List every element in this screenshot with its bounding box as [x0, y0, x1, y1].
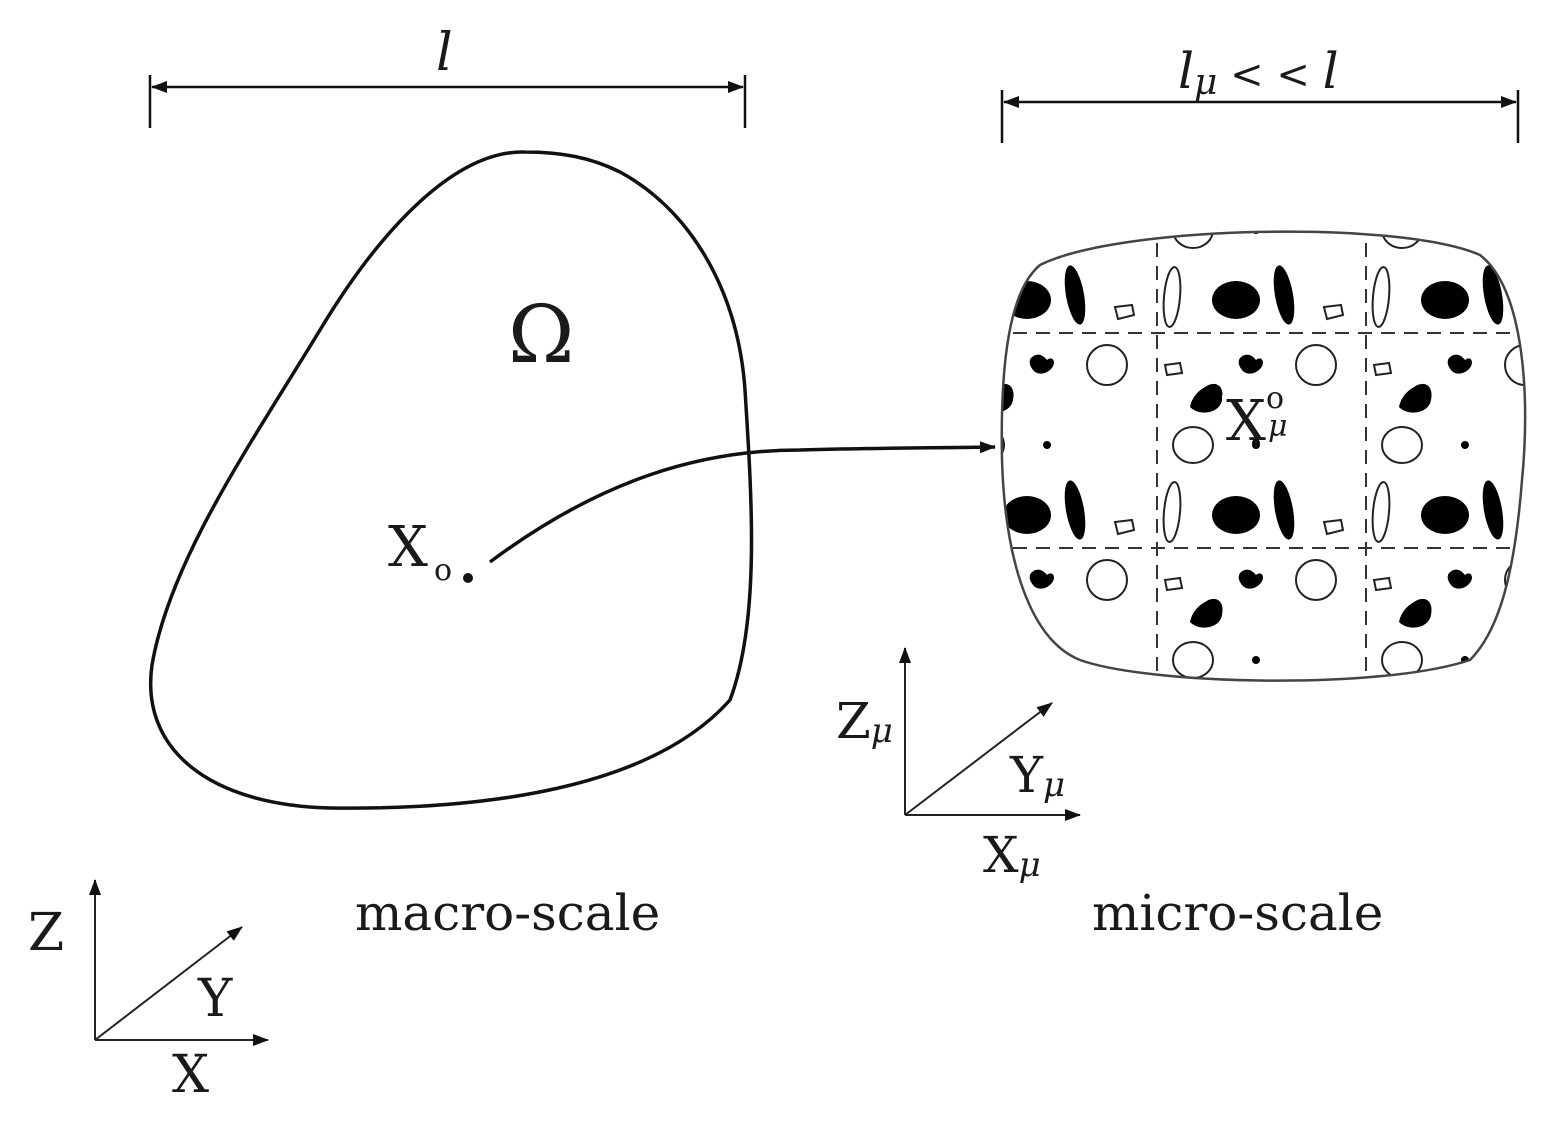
- micro-dimension: lμ < < l: [1000, 42, 1520, 143]
- micro-axis-x: Xμ: [983, 826, 1041, 885]
- macro-axes: Z Y X: [28, 879, 269, 1105]
- micro-length-mu: μ: [1194, 62, 1217, 103]
- macro-caption: macro-scale: [355, 884, 660, 942]
- macro-axis-y: Y: [197, 969, 233, 1029]
- omega-symbol: Ω: [508, 288, 574, 381]
- unit-cell: [1113, 480, 1337, 679]
- micro-length-ll: < <: [1217, 52, 1322, 98]
- micro-axis-z: Zμ: [836, 692, 893, 751]
- micro-length-label: lμ < < l: [1178, 42, 1339, 103]
- macro-point-main: X: [388, 515, 428, 580]
- micro-point-dot: [1252, 439, 1260, 447]
- macro-point-label: X o: [388, 515, 452, 588]
- macro-axis-z: Z: [28, 903, 64, 963]
- micro-domain-boundary: [1000, 230, 1527, 682]
- macro-dimension: l: [148, 23, 747, 128]
- micro-caption: micro-scale: [1092, 884, 1383, 942]
- macro-point-dot: [463, 573, 473, 583]
- macro-point-sub: o: [434, 553, 452, 588]
- micro-length-l: l: [1178, 42, 1194, 100]
- macro-domain-boundary: [149, 150, 754, 810]
- micro-axes: Zμ Yμ Xμ: [836, 647, 1081, 885]
- macro-length-label: l: [436, 23, 453, 83]
- micro-length-l2: l: [1323, 42, 1339, 100]
- micro-pattern: [1001, 231, 1526, 681]
- macro-axis-x: X: [172, 1045, 209, 1105]
- micro-point-sub: μ: [1268, 409, 1288, 444]
- micro-domain: [1000, 230, 1527, 682]
- micro-point-main: X: [1226, 389, 1266, 454]
- mapping-arrow: [488, 441, 996, 564]
- micro-point-sup: o: [1266, 381, 1284, 416]
- micro-axis-y: Yμ: [1009, 746, 1065, 805]
